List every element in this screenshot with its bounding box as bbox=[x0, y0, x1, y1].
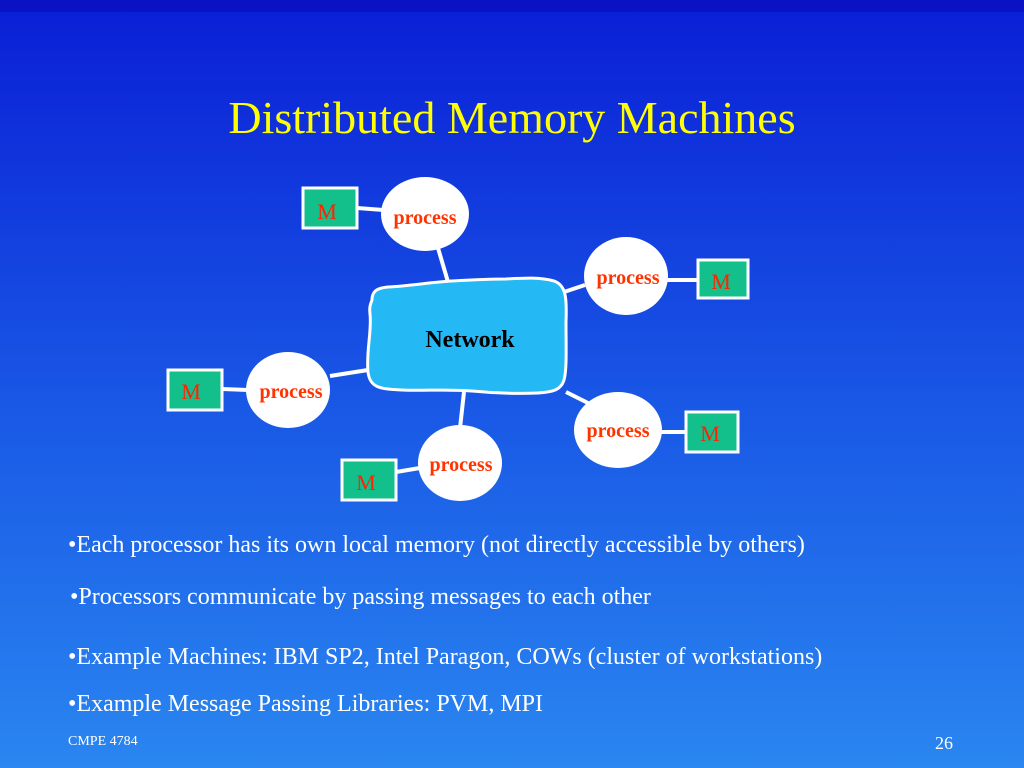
memory-label-4: M bbox=[700, 421, 720, 446]
footer-course: CMPE 4784 bbox=[68, 734, 138, 749]
bullet-local-memory: •Each processor has its own local memory… bbox=[68, 532, 805, 558]
bullet-example-libraries: •Example Message Passing Libraries: PVM,… bbox=[68, 691, 544, 717]
process-node-2: process bbox=[584, 237, 668, 315]
process-label-4: process bbox=[587, 420, 650, 442]
top-bar bbox=[0, 0, 1024, 12]
memory-label-3: M bbox=[181, 379, 201, 404]
memory-label-5: M bbox=[356, 470, 376, 495]
link-process-5-network bbox=[458, 391, 466, 429]
link-memory-5-process-5 bbox=[395, 466, 421, 474]
slide-title: Distributed Memory Machines bbox=[228, 92, 796, 143]
network-cloud bbox=[366, 276, 568, 395]
link-memory-3-process-3 bbox=[221, 387, 249, 392]
memory-box-1: M bbox=[301, 186, 359, 230]
link-process-3-network bbox=[329, 368, 369, 378]
link-memory-1-process-1 bbox=[356, 206, 385, 212]
process-label-2: process bbox=[597, 267, 660, 289]
link-process-4-network bbox=[565, 390, 591, 406]
bullet-example-machines: •Example Machines: IBM SP2, Intel Parago… bbox=[68, 644, 823, 670]
process-node-4: process bbox=[574, 392, 662, 468]
link-process-1-network bbox=[436, 247, 450, 283]
network-label: Network bbox=[425, 327, 515, 353]
memory-box-4: M bbox=[684, 410, 740, 454]
process-node-5: process bbox=[418, 425, 502, 501]
page-number: 26 bbox=[935, 733, 953, 753]
bullet-message-passing: •Processors communicate by passing messa… bbox=[70, 584, 651, 610]
process-node-1: process bbox=[381, 177, 469, 251]
process-node-3: process bbox=[246, 352, 330, 428]
process-label-3: process bbox=[260, 381, 323, 403]
memory-box-3: M bbox=[166, 368, 224, 412]
process-label-1: process bbox=[394, 207, 457, 229]
memory-label-1: M bbox=[317, 199, 337, 224]
memory-box-2: M bbox=[696, 258, 750, 300]
process-label-5: process bbox=[430, 454, 493, 476]
memory-box-5: M bbox=[340, 458, 398, 502]
memory-label-2: M bbox=[711, 269, 731, 294]
link-process-2-network bbox=[563, 283, 586, 294]
